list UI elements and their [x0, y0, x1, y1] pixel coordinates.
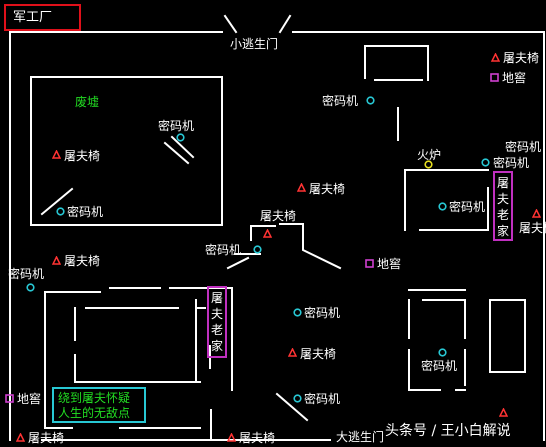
cipher-label: 密码机	[505, 140, 542, 154]
cipher-icon	[438, 202, 447, 211]
small-gate-wall	[278, 14, 292, 34]
chair-icon	[16, 433, 25, 442]
center-wall	[279, 223, 342, 270]
chair-icon	[491, 53, 500, 62]
cipher-icon	[176, 133, 185, 142]
room-wall	[419, 187, 489, 231]
cipher-label: 密码机	[449, 200, 486, 214]
outer-wall	[292, 31, 545, 441]
room-wall	[364, 45, 429, 81]
chair-icon	[52, 256, 61, 265]
cipher-icon	[293, 394, 302, 403]
cipher-icon	[481, 158, 490, 167]
hunter-house-char: 老	[210, 323, 223, 337]
small-gate-wall	[223, 14, 238, 34]
chair-icon	[499, 408, 508, 417]
tip-note: 绕到屠夫怀疑 人生的无敌点	[52, 387, 146, 423]
ruins-inner-wall	[163, 141, 190, 165]
hunter-house-west: 屠 夫 老 家	[207, 286, 227, 358]
cipher-label: 密码机	[158, 119, 195, 133]
cipher-label: 密码机	[493, 156, 530, 170]
big-gate-label: 大逃生门	[336, 430, 385, 444]
hunter-house-char: 屠	[210, 291, 223, 305]
cipher-icon	[438, 348, 447, 357]
cellar-icon	[365, 259, 374, 268]
ruins-inner-wall	[40, 187, 74, 216]
hunter-house-char: 老	[496, 208, 509, 222]
hunter-house-char: 夫	[210, 307, 223, 321]
hunter-house-east: 屠 夫 老 家	[493, 171, 513, 241]
chair-label: 屠夫椅	[28, 431, 65, 445]
chair-icon	[288, 348, 297, 357]
chair-label: 屠夫椅	[260, 209, 297, 223]
cellar-icon	[5, 394, 14, 403]
cipher-label: 密码机	[205, 243, 242, 257]
cipher-label: 密码机	[67, 205, 104, 219]
chair-icon	[227, 433, 236, 442]
chair-label: 屠夫椅	[239, 431, 276, 445]
cellar-label: 地窖	[377, 257, 402, 271]
ruins-wall	[30, 76, 223, 226]
map-title: 军工厂	[4, 4, 81, 31]
cipher-label: 密码机	[421, 359, 458, 373]
center-wall	[275, 392, 309, 422]
tip-note-line: 绕到屠夫怀疑	[58, 391, 131, 405]
cipher-label: 密码机	[304, 306, 341, 320]
ruins-inner-wall	[170, 135, 195, 159]
cellar-label: 地窖	[17, 392, 42, 406]
hunter-house-char: 家	[210, 339, 223, 353]
chair-label: 屠夫椅	[519, 221, 546, 235]
hunter-house-char: 家	[496, 224, 509, 238]
chair-label: 屠夫椅	[64, 254, 101, 268]
chair-icon	[532, 209, 541, 218]
cipher-label: 密码机	[8, 267, 45, 281]
cipher-label: 密码机	[304, 392, 341, 406]
chair-label: 屠夫椅	[503, 51, 540, 65]
chair-icon	[263, 229, 272, 238]
watermark: 头条号 / 王小白解说	[385, 423, 511, 439]
chair-icon	[297, 183, 306, 192]
hunter-house-char: 夫	[496, 192, 509, 206]
chair-label: 屠夫椅	[309, 182, 346, 196]
room-wall	[489, 299, 526, 373]
room-wall	[404, 169, 489, 231]
ruins-label: 废墟	[75, 95, 100, 109]
center-wall	[250, 225, 276, 241]
furnace-label: 火炉	[417, 148, 442, 162]
chair-label: 屠夫椅	[300, 347, 337, 361]
hunter-house-char: 屠	[496, 176, 509, 190]
furnace-icon	[424, 160, 433, 169]
cipher-icon	[56, 207, 65, 216]
chair-icon	[52, 150, 61, 159]
tip-note-line: 人生的无敌点	[58, 406, 131, 420]
cellar-icon	[490, 73, 499, 82]
cipher-icon	[366, 96, 375, 105]
cellar-label: 地窖	[502, 71, 527, 85]
small-gate-label: 小逃生门	[230, 37, 279, 51]
cipher-label: 密码机	[322, 94, 359, 108]
cipher-icon	[293, 308, 302, 317]
chair-label: 屠夫椅	[64, 149, 101, 163]
cipher-icon	[253, 245, 262, 254]
cipher-icon	[26, 283, 35, 292]
center-wall	[226, 256, 250, 270]
